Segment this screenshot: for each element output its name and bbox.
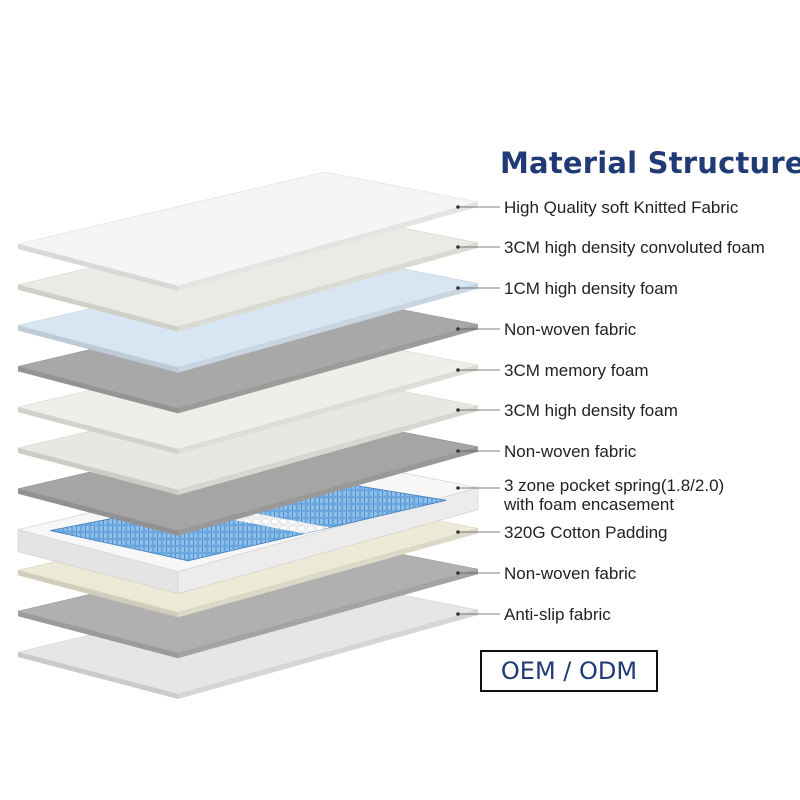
- label-non-woven-2: Non-woven fabric: [504, 442, 636, 461]
- label-text: Non-woven fabric: [504, 320, 637, 339]
- label-anti-slip-fabric: Anti-slip fabric: [504, 605, 611, 624]
- page-title: Material Structure: [500, 146, 800, 180]
- label-text: High Quality soft Knitted Fabric: [504, 198, 739, 217]
- oem-odm-badge: OEM / ODM: [480, 650, 658, 692]
- label-non-woven-1: Non-woven fabric: [504, 320, 636, 339]
- label-text: 320G Cotton Padding: [504, 523, 668, 542]
- leader-pocket-spring: [456, 486, 500, 490]
- label-text: 3CM high density convoluted foam: [504, 238, 765, 257]
- leader-anti-slip-fabric: [456, 612, 500, 616]
- label-non-woven-3: Non-woven fabric: [504, 564, 636, 583]
- label-cotton-padding: 320G Cotton Padding: [504, 523, 668, 542]
- label-text: Non-woven fabric: [504, 564, 637, 583]
- label-density-foam-1cm: 1CM high density foam: [504, 279, 678, 298]
- leader-density-foam-3cm: [456, 408, 500, 412]
- label-text: Non-woven fabric: [504, 442, 637, 461]
- layer-knitted-fabric: [17, 171, 479, 291]
- leader-cotton-padding: [456, 530, 500, 534]
- leader-density-foam-1cm: [456, 286, 500, 290]
- label-text: 3CM memory foam: [504, 361, 649, 380]
- leader-non-woven-1: [456, 327, 500, 331]
- leader-knitted-fabric: [456, 205, 500, 209]
- label-text-line2: with foam encasement: [504, 495, 675, 514]
- label-knitted-fabric: High Quality soft Knitted Fabric: [504, 198, 738, 217]
- leader-non-woven-3: [456, 571, 500, 575]
- label-text: Anti-slip fabric: [504, 605, 611, 624]
- leader-non-woven-2: [456, 449, 500, 453]
- leader-convoluted-foam: [456, 245, 500, 249]
- label-text: 3 zone pocket spring(1.8/2.0): [504, 476, 725, 495]
- label-text: 1CM high density foam: [504, 279, 678, 298]
- label-pocket-spring: 3 zone pocket spring(1.8/2.0)with foam e…: [504, 476, 724, 514]
- label-convoluted-foam: 3CM high density convoluted foam: [504, 238, 765, 257]
- label-text: 3CM high density foam: [504, 401, 678, 420]
- label-density-foam-3cm: 3CM high density foam: [504, 401, 678, 420]
- label-memory-foam: 3CM memory foam: [504, 361, 649, 380]
- leader-memory-foam: [456, 368, 500, 372]
